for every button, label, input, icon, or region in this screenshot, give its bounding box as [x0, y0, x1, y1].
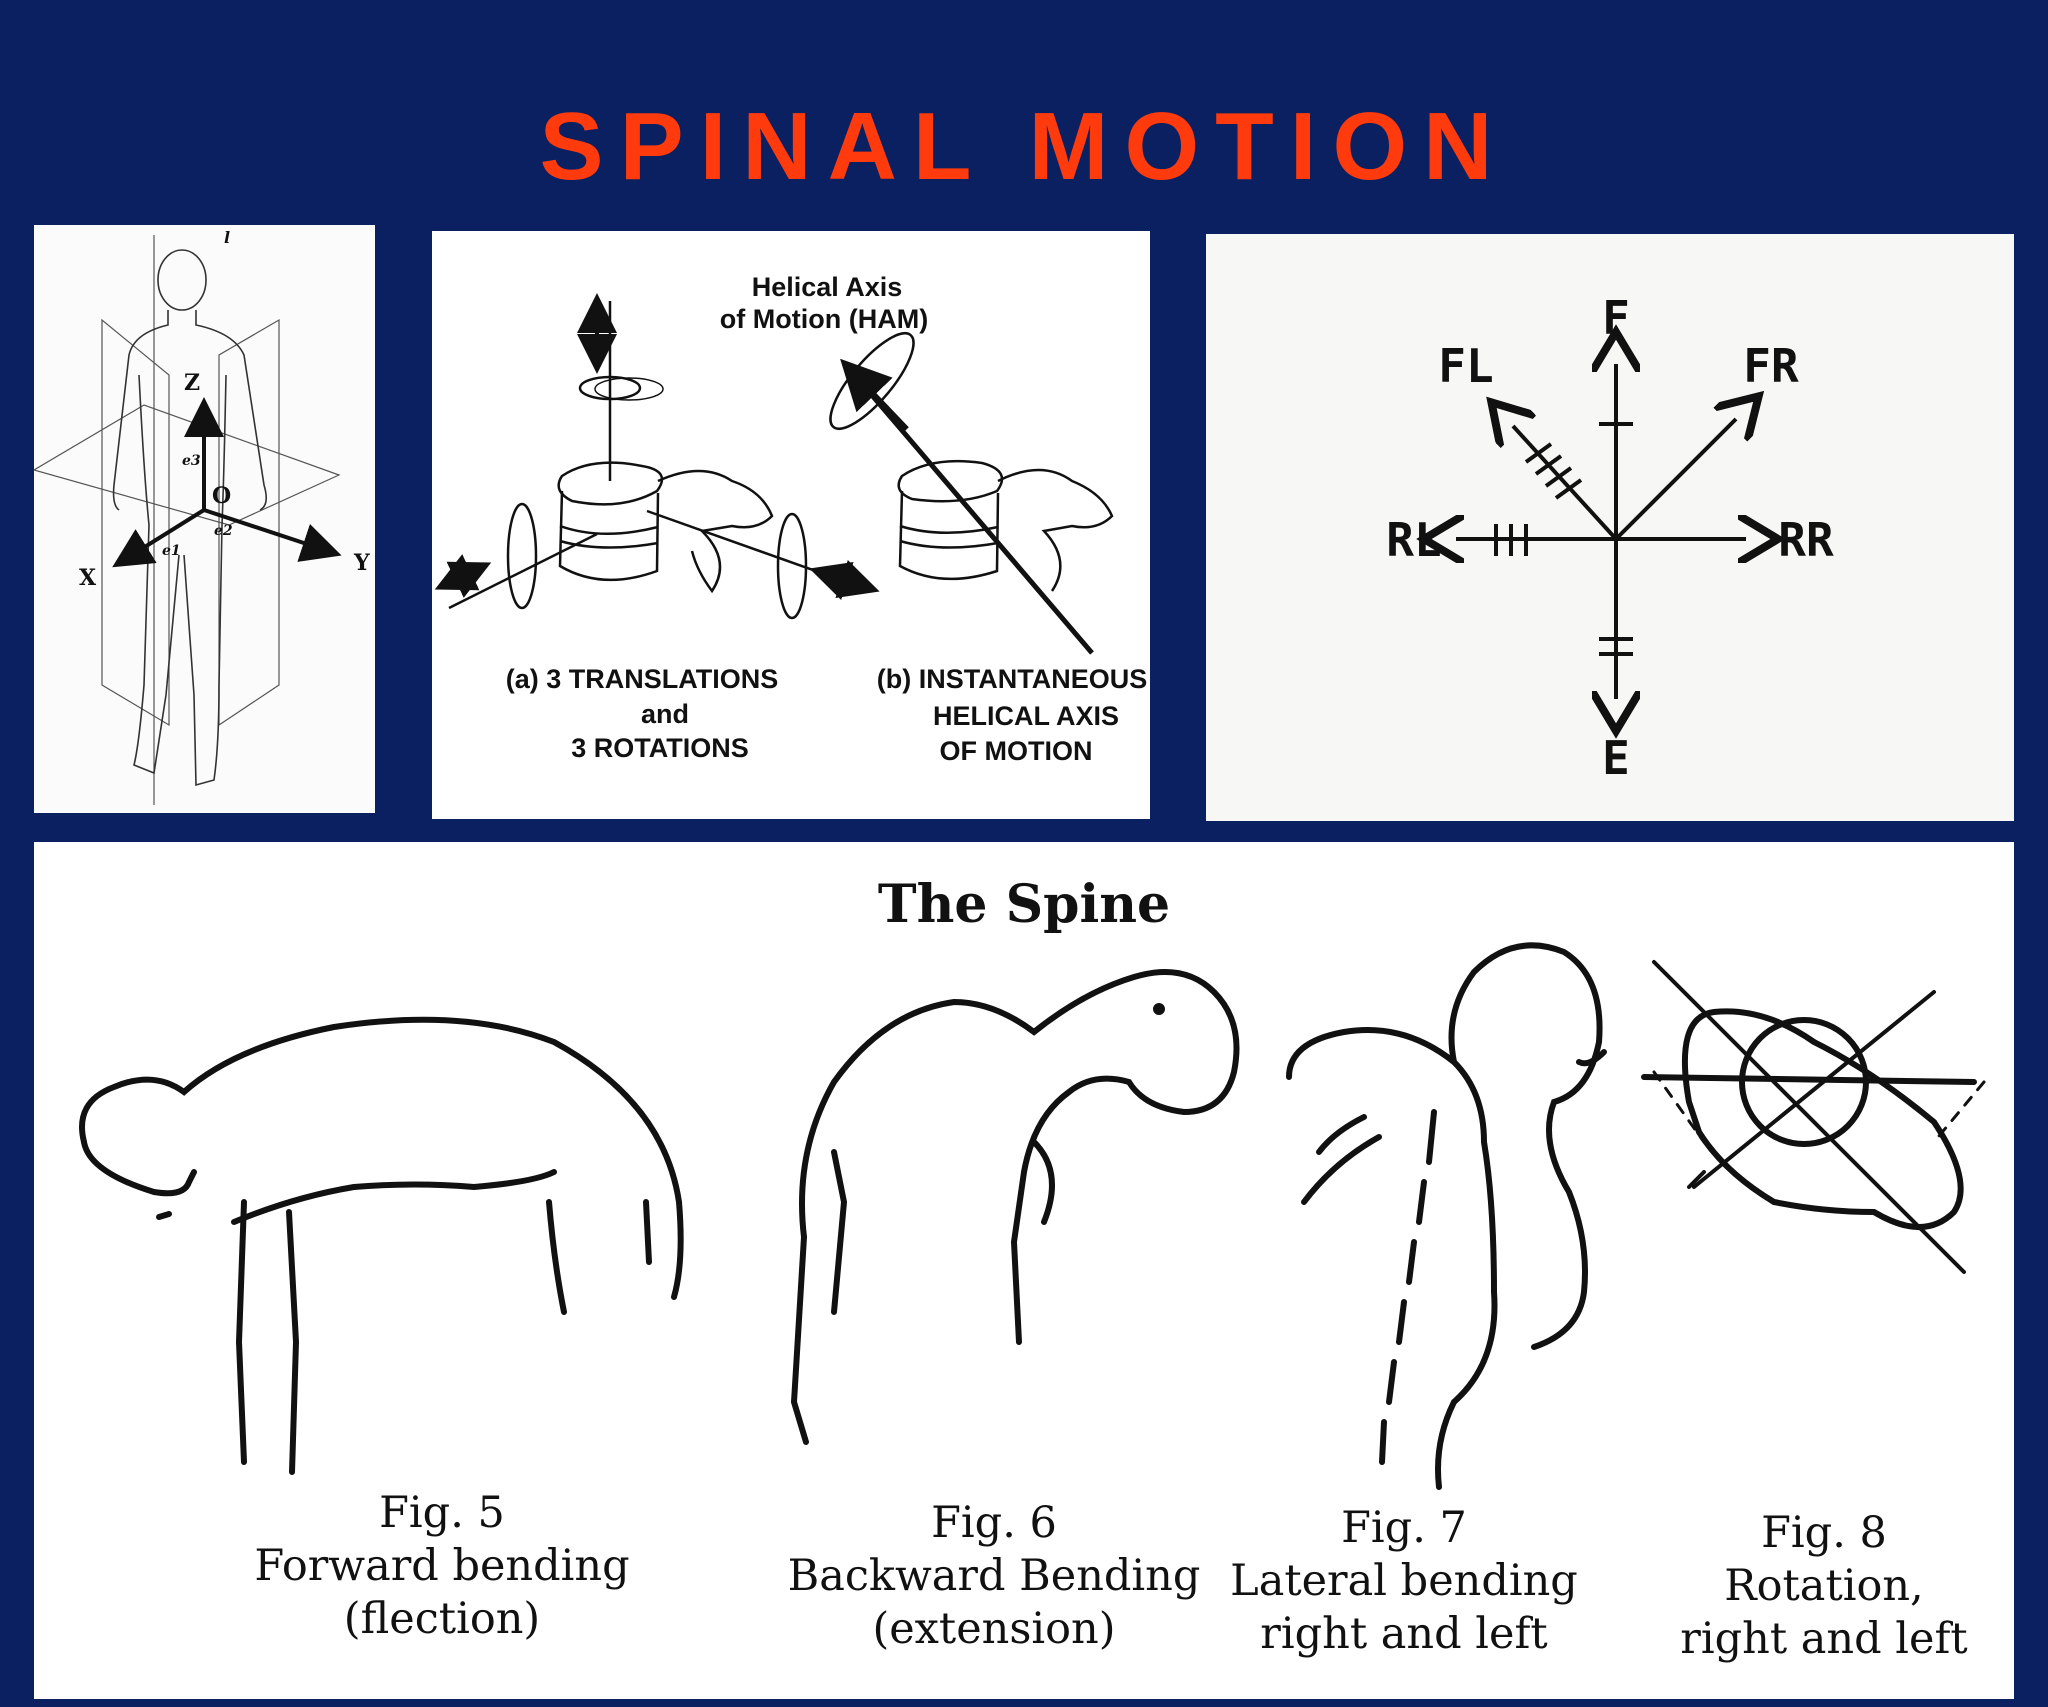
fig-8-number: Fig. 8 — [1761, 1508, 1887, 1558]
e1-label: e1 — [162, 543, 181, 559]
figure-rotation — [1641, 960, 1986, 1274]
arrow-fl — [1513, 426, 1618, 541]
label-f: F — [1602, 291, 1630, 345]
fig-8-line2: right and left — [1680, 1614, 1968, 1664]
caption-fig-6: Fig. 6 Backward Bending (extension) — [759, 1497, 1229, 1656]
fig-8-line1: Rotation, — [1724, 1561, 1924, 1611]
l-label: l — [224, 228, 230, 247]
e3-label: e3 — [182, 453, 201, 469]
label-rl: RL — [1386, 513, 1441, 567]
human-figure — [112, 249, 268, 787]
caption-b-line2: HELICAL AXIS — [933, 701, 1119, 731]
caption-b-line3: OF MOTION — [940, 736, 1093, 766]
figure-forward-bending — [79, 1016, 684, 1475]
label-fl: FL — [1438, 339, 1493, 393]
label-e: E — [1602, 731, 1630, 785]
caption-a-line1: (a) 3 TRANSLATIONS — [506, 664, 779, 694]
spine-title: The Spine — [877, 874, 1171, 935]
direction-diagram: F FL FR RL RR E — [1386, 291, 1834, 785]
label-rr: RR — [1778, 513, 1834, 567]
fig-6-line2: (extension) — [872, 1604, 1116, 1654]
e2-label: e2 — [214, 523, 233, 539]
spine-figures-panel: The Spine — [34, 842, 2014, 1699]
vertebra-a — [434, 293, 880, 620]
fig-7-line2: right and left — [1260, 1609, 1548, 1659]
figure-lateral-bending — [1286, 942, 1607, 1490]
body-axes-panel: Z X Y O e3 e2 e1 l — [34, 225, 375, 813]
direction-diagram-panel: F FL FR RL RR E — [1206, 234, 2014, 821]
figure-backward-bending — [790, 969, 1240, 1445]
fig-7-line1: Lateral bending — [1230, 1556, 1578, 1606]
ham-label-line1: Helical Axis — [752, 272, 903, 302]
y-axis-label: Y — [353, 550, 370, 576]
fig-5-number: Fig. 5 — [379, 1488, 505, 1538]
caption-fig-7: Fig. 7 Lateral bending right and left — [1194, 1502, 1614, 1661]
origin-label: O — [212, 483, 231, 509]
caption-a-line2: and — [641, 699, 689, 729]
tick-fl-3 — [1544, 466, 1573, 488]
fig-7-number: Fig. 7 — [1341, 1503, 1467, 1553]
helical-axis-illustration: Helical Axis of Motion (HAM) — [434, 272, 1147, 766]
fig-6-number: Fig. 6 — [931, 1498, 1057, 1548]
fig-5-line2: (flection) — [343, 1594, 541, 1644]
y-axis — [203, 508, 342, 562]
fig-6-line1: Backward Bending — [787, 1551, 1201, 1601]
spine-figures-illustration — [79, 942, 1986, 1490]
caption-b-line1: (b) INSTANTANEOUS — [877, 664, 1147, 694]
fig-5-line1: Forward bending — [254, 1541, 630, 1591]
x-axis — [112, 508, 206, 568]
x-axis-label: X — [79, 565, 97, 591]
vertebra-b — [829, 332, 1114, 655]
label-fr: FR — [1743, 339, 1799, 393]
arrow-fr — [1614, 419, 1736, 541]
z-axis-label: Z — [184, 370, 200, 396]
tick-fl-4 — [1554, 478, 1583, 500]
caption-fig-5: Fig. 5 Forward bending (flection) — [222, 1487, 662, 1646]
tick-fl-2 — [1534, 454, 1563, 476]
ham-label-line2: of Motion (HAM) — [720, 304, 928, 334]
tick-fl-1 — [1524, 442, 1553, 464]
helical-axis-panel: Helical Axis of Motion (HAM) — [432, 231, 1150, 819]
caption-fig-8: Fig. 8 Rotation, right and left — [1634, 1507, 2014, 1666]
caption-a-line3: 3 ROTATIONS — [571, 733, 749, 763]
body-axes-illustration: Z X Y O e3 e2 e1 l — [34, 228, 370, 805]
page-title: SPINAL MOTION — [539, 93, 1509, 200]
